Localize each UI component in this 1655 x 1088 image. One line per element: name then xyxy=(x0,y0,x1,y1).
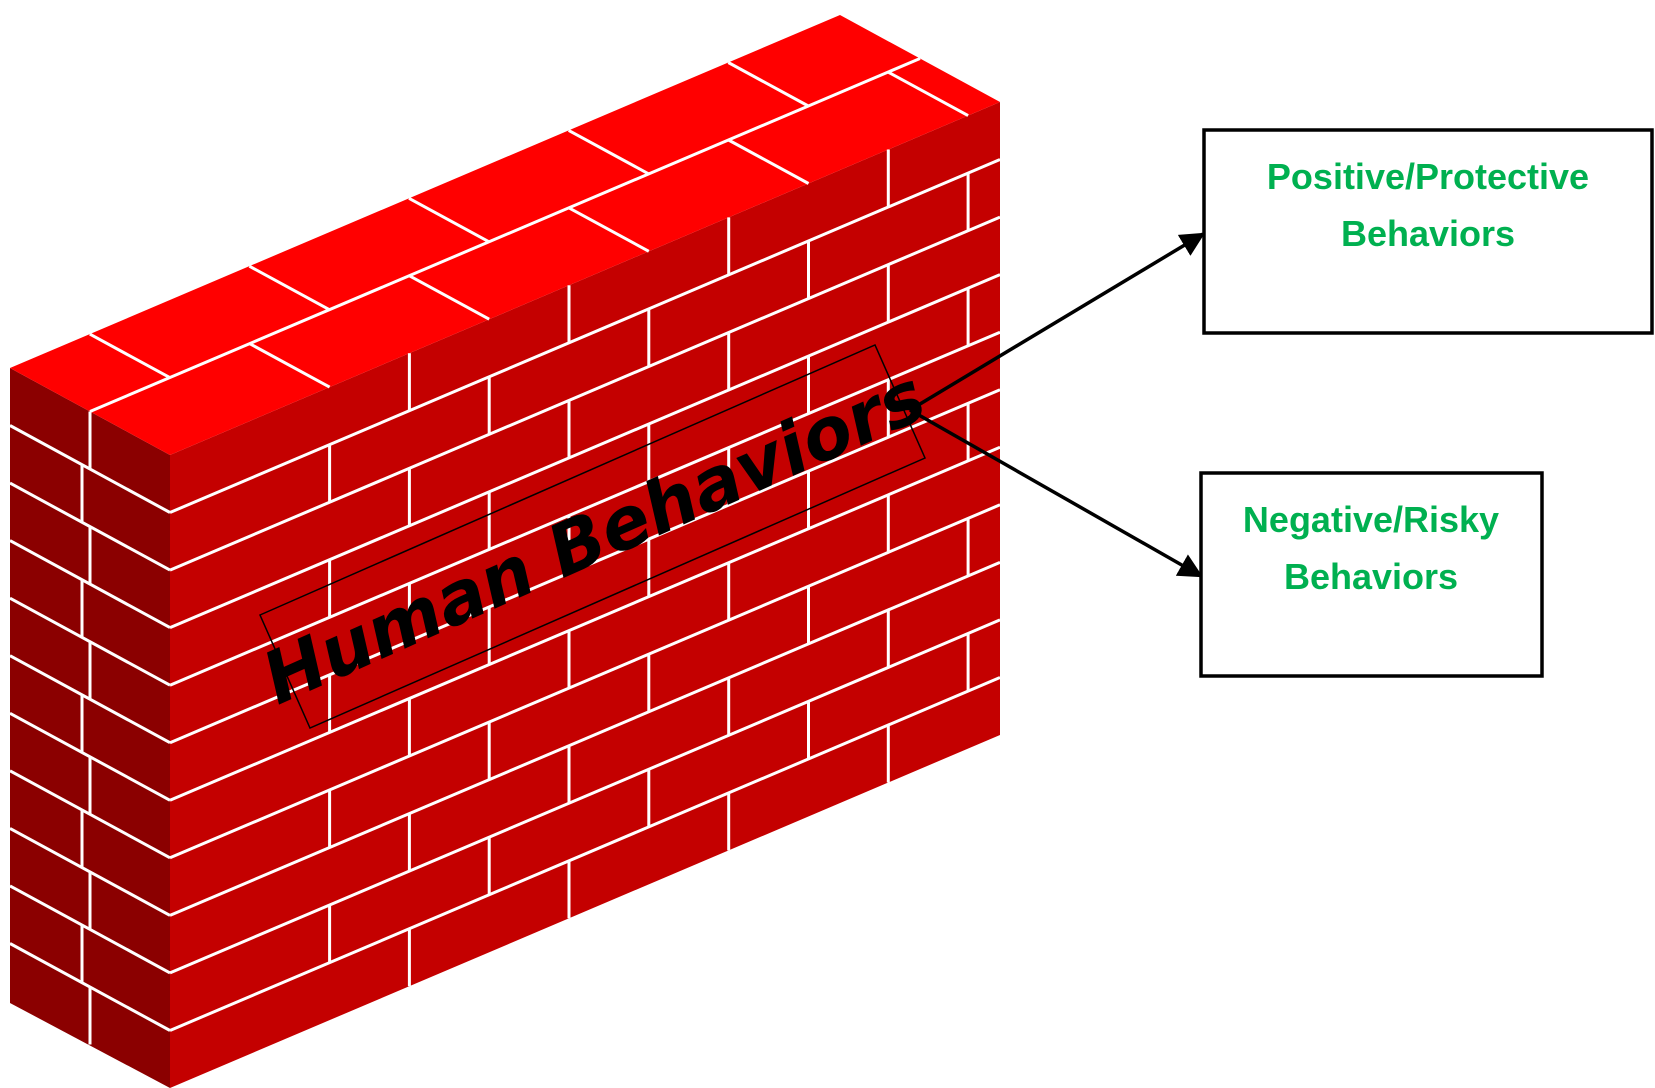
negative-box-line1: Negative/Risky xyxy=(1243,499,1499,540)
mortar-lines xyxy=(9,57,1001,1045)
negative-behaviors-box: Negative/Risky Behaviors xyxy=(1199,471,1544,678)
mortar-top-joint xyxy=(89,332,171,379)
mortar-course xyxy=(169,158,1001,514)
arrow-to-positive xyxy=(909,232,1206,412)
mortar-top-joint xyxy=(727,61,810,108)
mortar-top-joint xyxy=(248,264,331,312)
positive-behaviors-box: Positive/Protective Behaviors xyxy=(1202,128,1654,335)
mortar-course xyxy=(169,561,1001,917)
mortar-top-joint xyxy=(408,274,490,321)
mortar-course xyxy=(169,503,1001,860)
negative-box-frame xyxy=(1199,471,1544,678)
mortar-top-joint xyxy=(408,196,490,244)
mortar-top-course xyxy=(89,57,921,413)
mortar-course xyxy=(169,445,1001,802)
negative-box-line2: Behaviors xyxy=(1284,556,1458,597)
mortar-top-joint xyxy=(248,342,331,389)
positive-box-frame xyxy=(1202,128,1654,335)
wall-label-frame xyxy=(259,344,926,729)
mortar-course xyxy=(169,618,1001,975)
mortar-top-joint xyxy=(887,70,969,117)
arrows xyxy=(909,232,1206,578)
mortar-top-joint xyxy=(727,138,810,185)
wall-front-face xyxy=(170,102,1000,1088)
mortar-top-joint xyxy=(568,206,650,253)
mortar-course xyxy=(169,330,1001,687)
mortar-course xyxy=(169,273,1001,629)
positive-box-line1: Positive/Protective xyxy=(1267,156,1589,197)
brick-wall xyxy=(9,15,1001,1088)
mortar-course xyxy=(169,215,1001,572)
mortar-course xyxy=(169,388,1001,745)
arrow-to-negative xyxy=(909,408,1204,578)
mortar-top-joint xyxy=(567,129,650,176)
positive-box-line2: Behaviors xyxy=(1341,213,1515,254)
mortar-course xyxy=(169,676,1001,1032)
